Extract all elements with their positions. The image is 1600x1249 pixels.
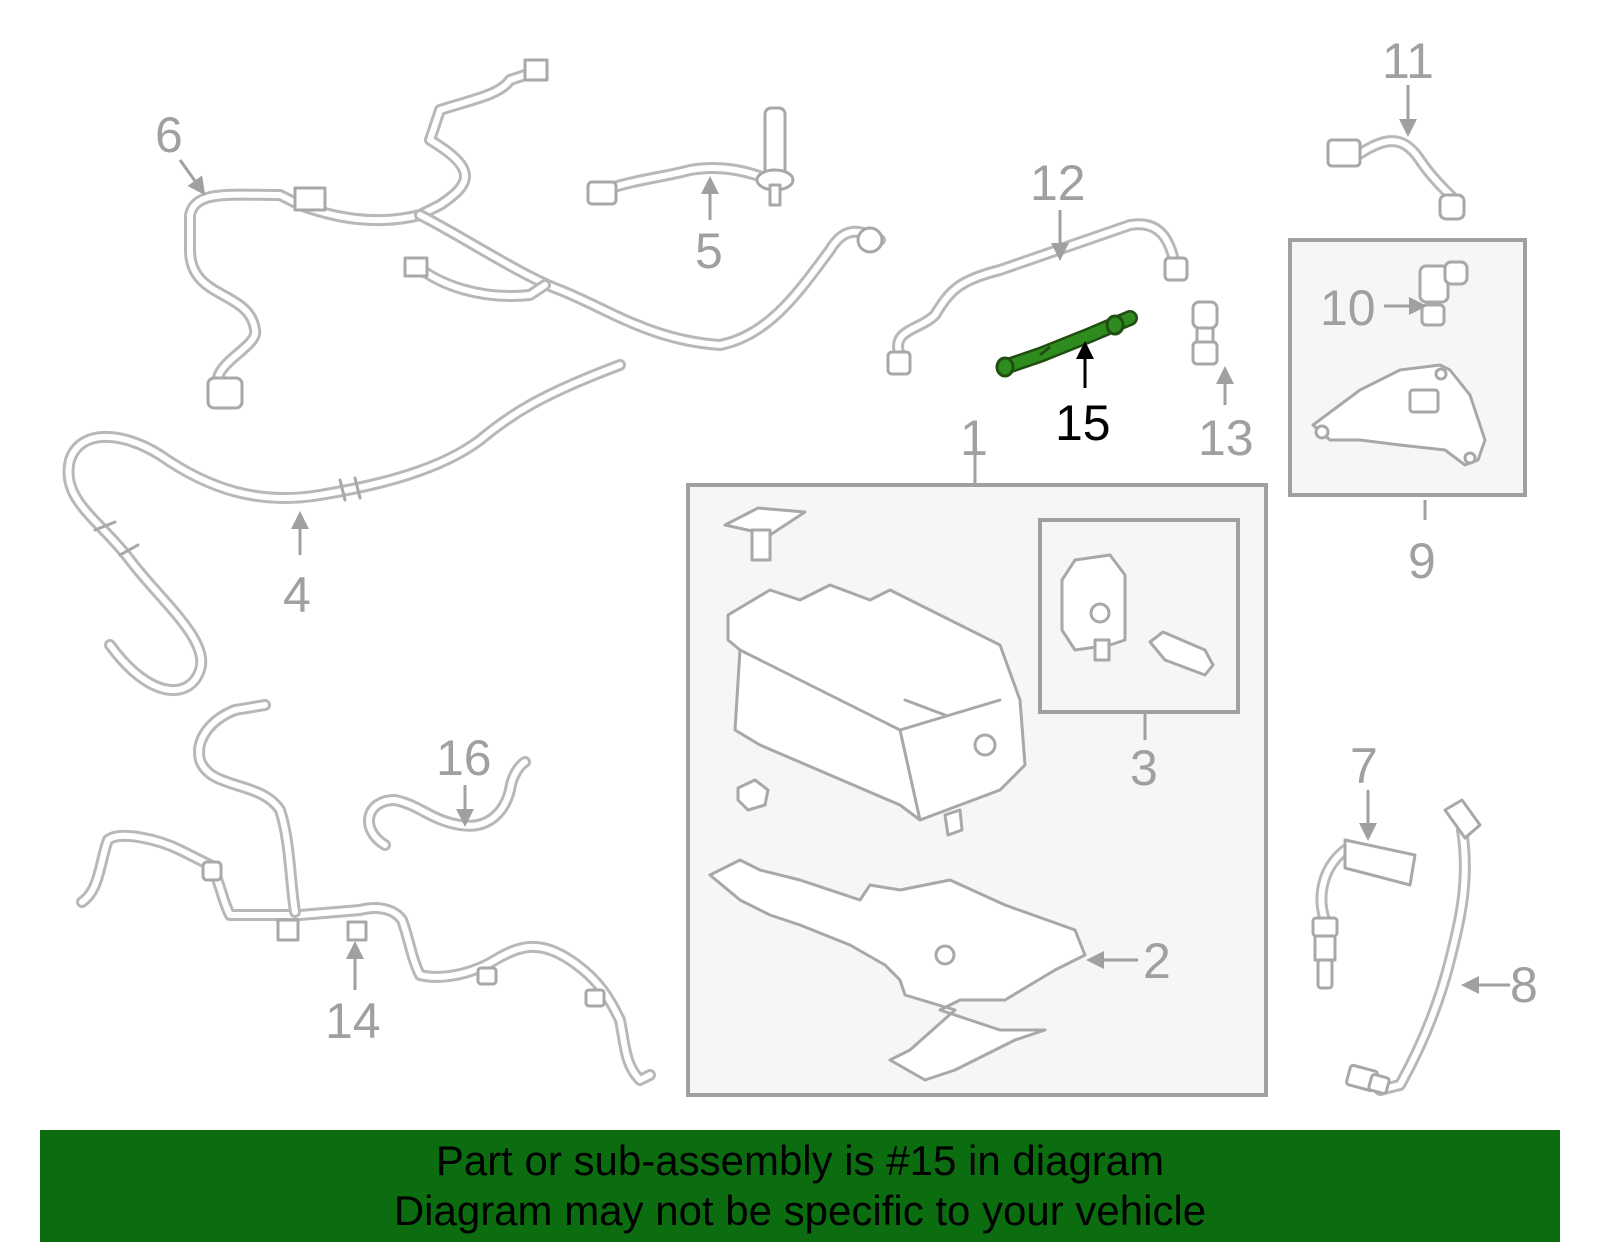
part-6-hose[interactable] <box>184 58 886 410</box>
part-1-canister-box[interactable] <box>686 483 1268 1097</box>
part-5-hose[interactable] <box>586 106 795 207</box>
part-11-hose[interactable] <box>1326 135 1466 221</box>
callout-11: 11 <box>1382 33 1434 89</box>
part-7-sensor[interactable] <box>1311 838 1417 990</box>
callout-14: 14 <box>325 993 381 1049</box>
info-banner: Part or sub-assembly is #15 in diagram D… <box>40 1130 1560 1242</box>
part-14-hose[interactable] <box>76 699 656 1086</box>
part-12-tube[interactable] <box>886 218 1189 376</box>
part-9-box[interactable] <box>1288 238 1527 497</box>
callout-8: 8 <box>1510 957 1538 1013</box>
part-13-fitting[interactable] <box>1191 300 1219 366</box>
part-15-tube[interactable] <box>995 310 1138 378</box>
part-3-sensor-box[interactable] <box>1038 518 1240 714</box>
callout-labels: 6 5 4 11 12 10 13 9 1 3 2 7 8 14 16 15 <box>155 33 1538 1049</box>
part-10-sensor[interactable] <box>1418 260 1469 327</box>
callout-12: 12 <box>1030 155 1086 211</box>
callout-2: 2 <box>1143 933 1171 989</box>
callout-15: 15 <box>1055 395 1111 451</box>
callout-7: 7 <box>1350 738 1378 794</box>
banner-line-1: Part or sub-assembly is #15 in diagram <box>435 1137 1165 1184</box>
leader-lines <box>178 85 1510 994</box>
callout-9: 9 <box>1408 533 1436 589</box>
callout-6: 6 <box>155 107 183 163</box>
banner-line-2: Diagram may not be specific to your vehi… <box>393 1187 1207 1234</box>
callout-13: 13 <box>1198 410 1254 466</box>
callout-1: 1 <box>960 410 988 466</box>
callout-5: 5 <box>695 223 723 279</box>
part-8-sensor[interactable] <box>1345 798 1482 1096</box>
callout-16: 16 <box>436 730 492 786</box>
part-4-hose[interactable] <box>62 359 626 697</box>
parts-diagram: 6 5 4 11 12 10 13 9 1 3 2 7 8 14 16 15 <box>62 33 1538 1097</box>
callout-4: 4 <box>283 567 311 623</box>
callout-10: 10 <box>1320 280 1376 336</box>
callout-3: 3 <box>1130 740 1158 796</box>
